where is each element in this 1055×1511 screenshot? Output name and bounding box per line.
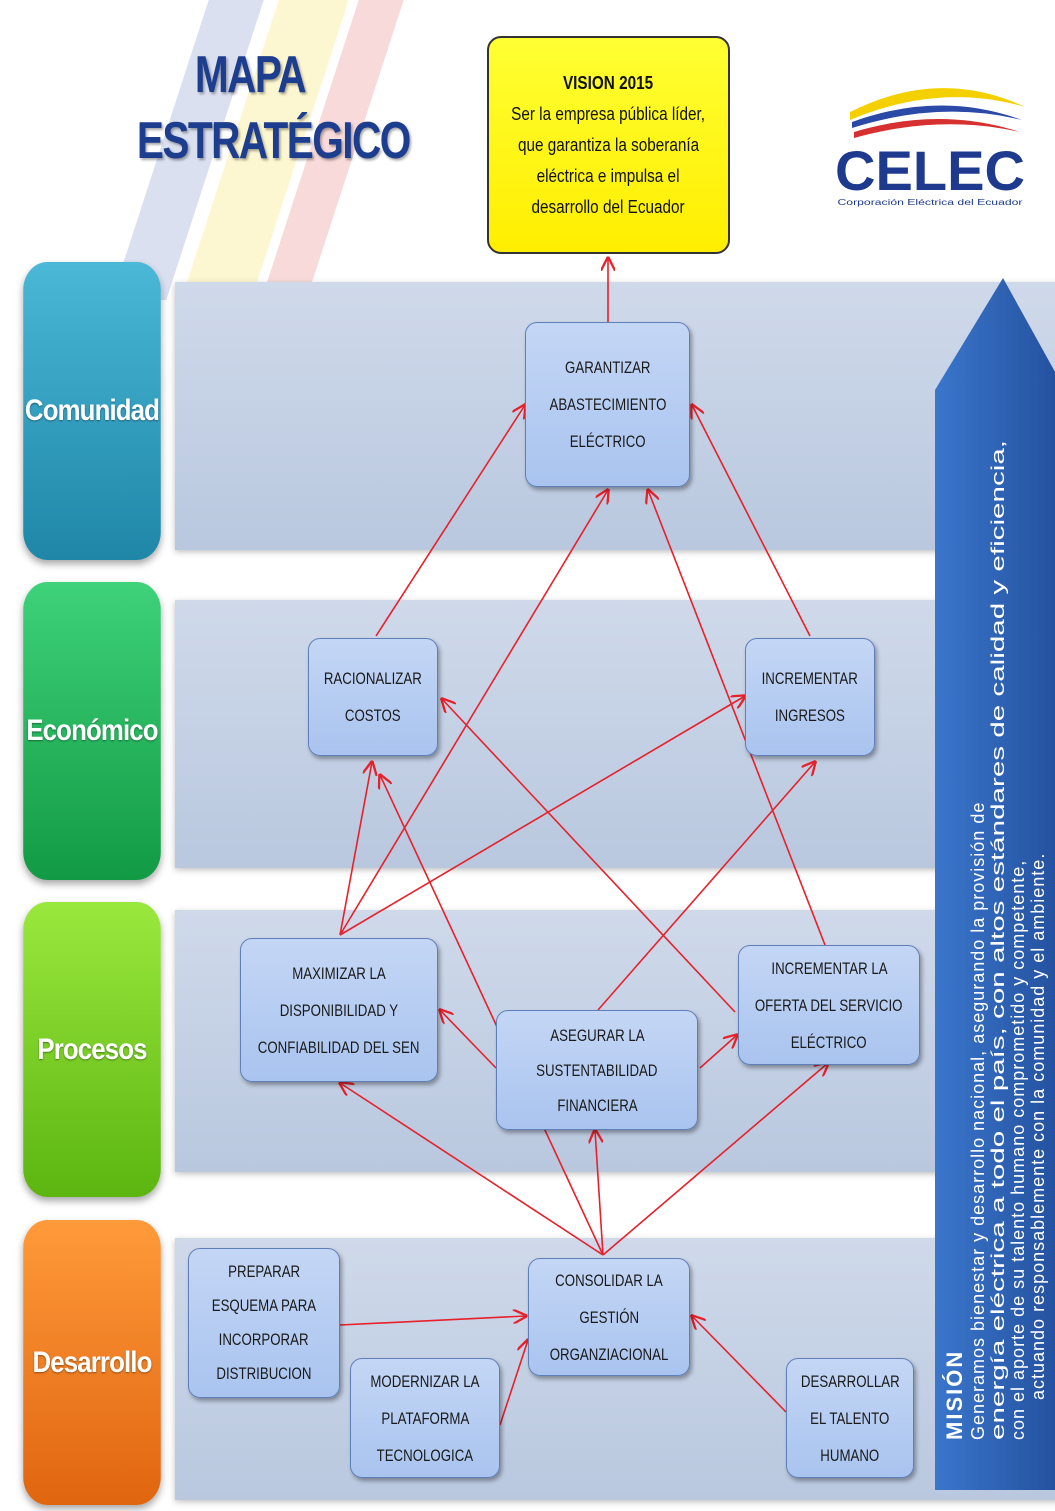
perspective-comunidad: Comunidad [23, 262, 161, 560]
arrow-incrementar-oferta-to-racionalizar [442, 699, 736, 1013]
objective-incrementar-oferta: INCREMENTAR LA OFERTA DEL SERVICIO ELÉCT… [738, 945, 920, 1065]
arrow-preparar-to-consolidar [339, 1316, 526, 1326]
perspective-procesos: Procesos [23, 902, 161, 1197]
title-line-1: MAPA [194, 46, 307, 104]
arrow-consolidar-to-racionalizar [380, 775, 604, 1256]
perspective-desarrollo-label: Desarrollo [32, 1345, 152, 1379]
objective-label-line: INCORPORAR [219, 1330, 309, 1349]
objective-label-line: COSTOS [345, 706, 401, 725]
objective-label-line: GARANTIZAR [564, 358, 651, 377]
arrow-incrementar-ingresos-to-garantizar [692, 405, 811, 637]
perspective-desarrollo: Desarrollo [23, 1220, 161, 1505]
arrow-consolidar-to-maximizar [340, 1083, 604, 1256]
logo-swoosh-yellow [850, 88, 1025, 120]
objective-label-line: RACIONALIZAR [323, 669, 422, 688]
objective-asegurar-sustentabilidad: ASEGURAR LA SUSTENTABILIDAD FINANCIERA [496, 1010, 698, 1130]
perspective-economico-label: Económico [26, 714, 158, 747]
arrow-asegurar-to-incrementar-oferta [699, 1035, 737, 1069]
objective-label-line: INCREMENTAR LA [770, 958, 888, 978]
objective-label-line: GESTIÓN [579, 1307, 639, 1327]
objective-label-line: ELÉCTRICO [791, 1032, 867, 1052]
objective-label-line: INCREMENTAR [761, 669, 859, 688]
vision-line: que garantiza la soberanía [517, 134, 700, 155]
objective-label-line: FINANCIERA [556, 1095, 638, 1115]
perspective-economico: Económico [23, 582, 161, 880]
objective-maximizar-disponibilidad: MAXIMIZAR LA DISPONIBILIDAD Y CONFIABILI… [240, 938, 438, 1082]
arrow-incrementar-oferta-to-garantizar [648, 490, 826, 946]
arrow-maximizar-to-incrementar-ingresos [339, 696, 745, 936]
objective-label-line: INGRESOS [774, 706, 846, 725]
arrow-asegurar-to-incrementar-ingresos [597, 762, 815, 1011]
objective-label-line: MAXIMIZAR LA [292, 963, 386, 983]
objective-label-line: HUMANO [820, 1445, 880, 1465]
objective-racionalizar-costos: RACIONALIZAR COSTOS [308, 638, 438, 756]
arrow-consolidar-to-asegurar [595, 1130, 604, 1256]
objective-label-line: ELÉCTRICO [569, 432, 646, 451]
logo-swoosh-red [854, 119, 1020, 138]
objective-preparar-esquema: PREPARAR ESQUEMA PARA INCORPORAR DISTRIB… [188, 1248, 340, 1398]
logo-subtitle: Corporación Eléctrica del Ecuador [838, 198, 1023, 207]
logo-swoosh-blue [852, 105, 1022, 128]
arrow-desarrollar-to-consolidar [692, 1316, 787, 1413]
objective-modernizar-plataforma: MODERNIZAR LA PLATAFORMA TECNOLOGICA [350, 1358, 500, 1478]
objective-label-line: DESARROLLAR [800, 1371, 900, 1391]
objective-label-line: CONFIABILIDAD DEL SEN [258, 1037, 420, 1057]
objective-label-line: DISTRIBUCION [216, 1364, 312, 1383]
objective-label-line: ASEGURAR LA [549, 1025, 645, 1045]
objective-incrementar-ingresos: INCREMENTAR INGRESOS [745, 638, 875, 756]
perspective-comunidad-label: Comunidad [24, 394, 160, 427]
logo-wordmark: CELEC [835, 139, 1025, 202]
objective-label-line: OFERTA DEL SERVICIO [755, 995, 903, 1015]
arrow-racionalizar-to-garantizar [375, 405, 525, 637]
vision-line: Ser la empresa pública líder, [511, 103, 706, 124]
objective-label-line: EL TALENTO [810, 1408, 890, 1428]
objective-label-line: SUSTENTABILIDAD [536, 1060, 658, 1080]
vision-line: eléctrica e impulsa el [537, 165, 680, 186]
objective-consolidar-gestion: CONSOLIDAR LA GESTIÓN ORGANZIACIONAL [528, 1258, 690, 1376]
objective-label-line: ABASTECIMIENTO [549, 395, 666, 414]
objective-label-line: PREPARAR [228, 1262, 300, 1281]
arrow-modernizar-to-consolidar [499, 1340, 528, 1426]
objective-label-line: ESQUEMA PARA [211, 1296, 317, 1315]
objective-label-line: TECNOLOGICA [376, 1445, 474, 1465]
objective-label-line: DISPONIBILIDAD Y [279, 1000, 399, 1020]
arrow-consolidar-to-incrementar-oferta [602, 1063, 828, 1256]
objective-desarrollar-talento: DESARROLLAR EL TALENTO HUMANO [786, 1358, 914, 1478]
objective-label-line: MODERNIZAR LA [370, 1371, 480, 1391]
vision-line: desarrollo del Ecuador [531, 196, 686, 217]
arrow-asegurar-to-maximizar [440, 1010, 497, 1069]
arrow-maximizar-to-garantizar [339, 490, 608, 936]
celec-logo: CELEC Corporación Eléctrica del Ecuador [835, 88, 1025, 207]
objective-label-line: PLATAFORMA [381, 1408, 469, 1428]
vision-heading: VISION 2015 [563, 72, 654, 93]
arrow-maximizar-to-racionalizar [339, 762, 372, 936]
objective-label-line: CONSOLIDAR LA [555, 1270, 663, 1290]
vision-box: VISION 2015 Ser la empresa pública líder… [487, 36, 730, 254]
objective-label-line: ORGANZIACIONAL [549, 1344, 669, 1364]
perspective-procesos-label: Procesos [37, 1032, 147, 1066]
objective-garantizar-abastecimiento: GARANTIZAR ABASTECIMIENTO ELÉCTRICO [525, 322, 690, 487]
